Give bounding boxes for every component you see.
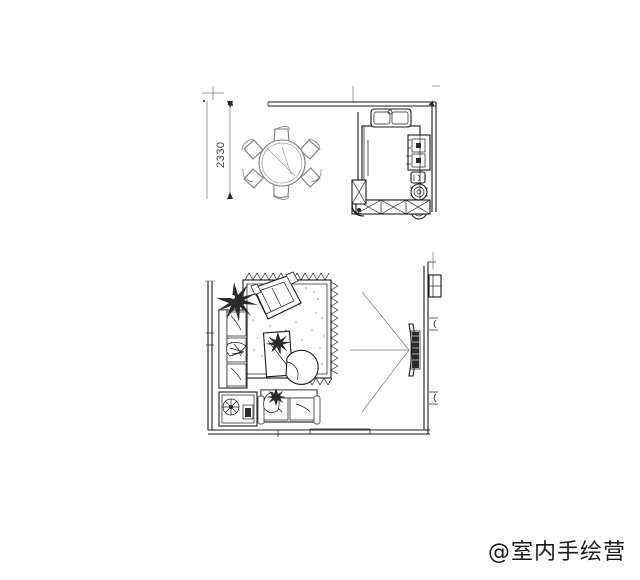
two-seat-sofa [257,388,321,425]
wall-oven-2 [411,153,426,168]
base-cabinet-run [355,199,431,215]
dining-chair-2 [299,138,321,160]
decor-vase [242,404,254,420]
double-sink [370,108,412,128]
range-hood [410,171,426,184]
lower-left-wall [206,281,214,430]
dining-chair-6 [241,138,264,160]
three-seat-sofa [218,309,248,389]
corner-counter [351,179,367,217]
table-lamp [222,398,240,416]
round-dining-table-group [241,126,322,200]
upper-right-wall [431,102,437,212]
dining-chair-5 [242,168,264,189]
table-centerpiece [265,331,291,355]
lower-bottom-wall [208,428,430,437]
window-opening-3 [429,391,438,405]
dining-chair-4 [272,182,290,200]
round-ottoman [285,349,319,385]
television-group [350,291,421,413]
lower-right-wall [423,252,442,434]
dining-chair-3 [300,167,322,188]
upper-plan: 2330 [202,85,440,220]
lower-plan [205,252,442,437]
wall-oven-1 [411,138,426,153]
dimension-label-2330: 2330 [215,142,227,168]
kitchen-group [351,108,431,220]
cooktop-burner [410,183,428,201]
upper-top-wall [267,101,436,107]
window-opening-1 [428,274,442,298]
side-table [218,391,258,427]
floor-plant [216,282,258,322]
tv-viewing-cone [350,291,410,413]
window-opening-2 [429,317,438,331]
upper-dimension-group: 2330 [202,86,354,199]
watermark-text: @室内手绘营 [487,540,626,565]
armchair [250,271,302,320]
